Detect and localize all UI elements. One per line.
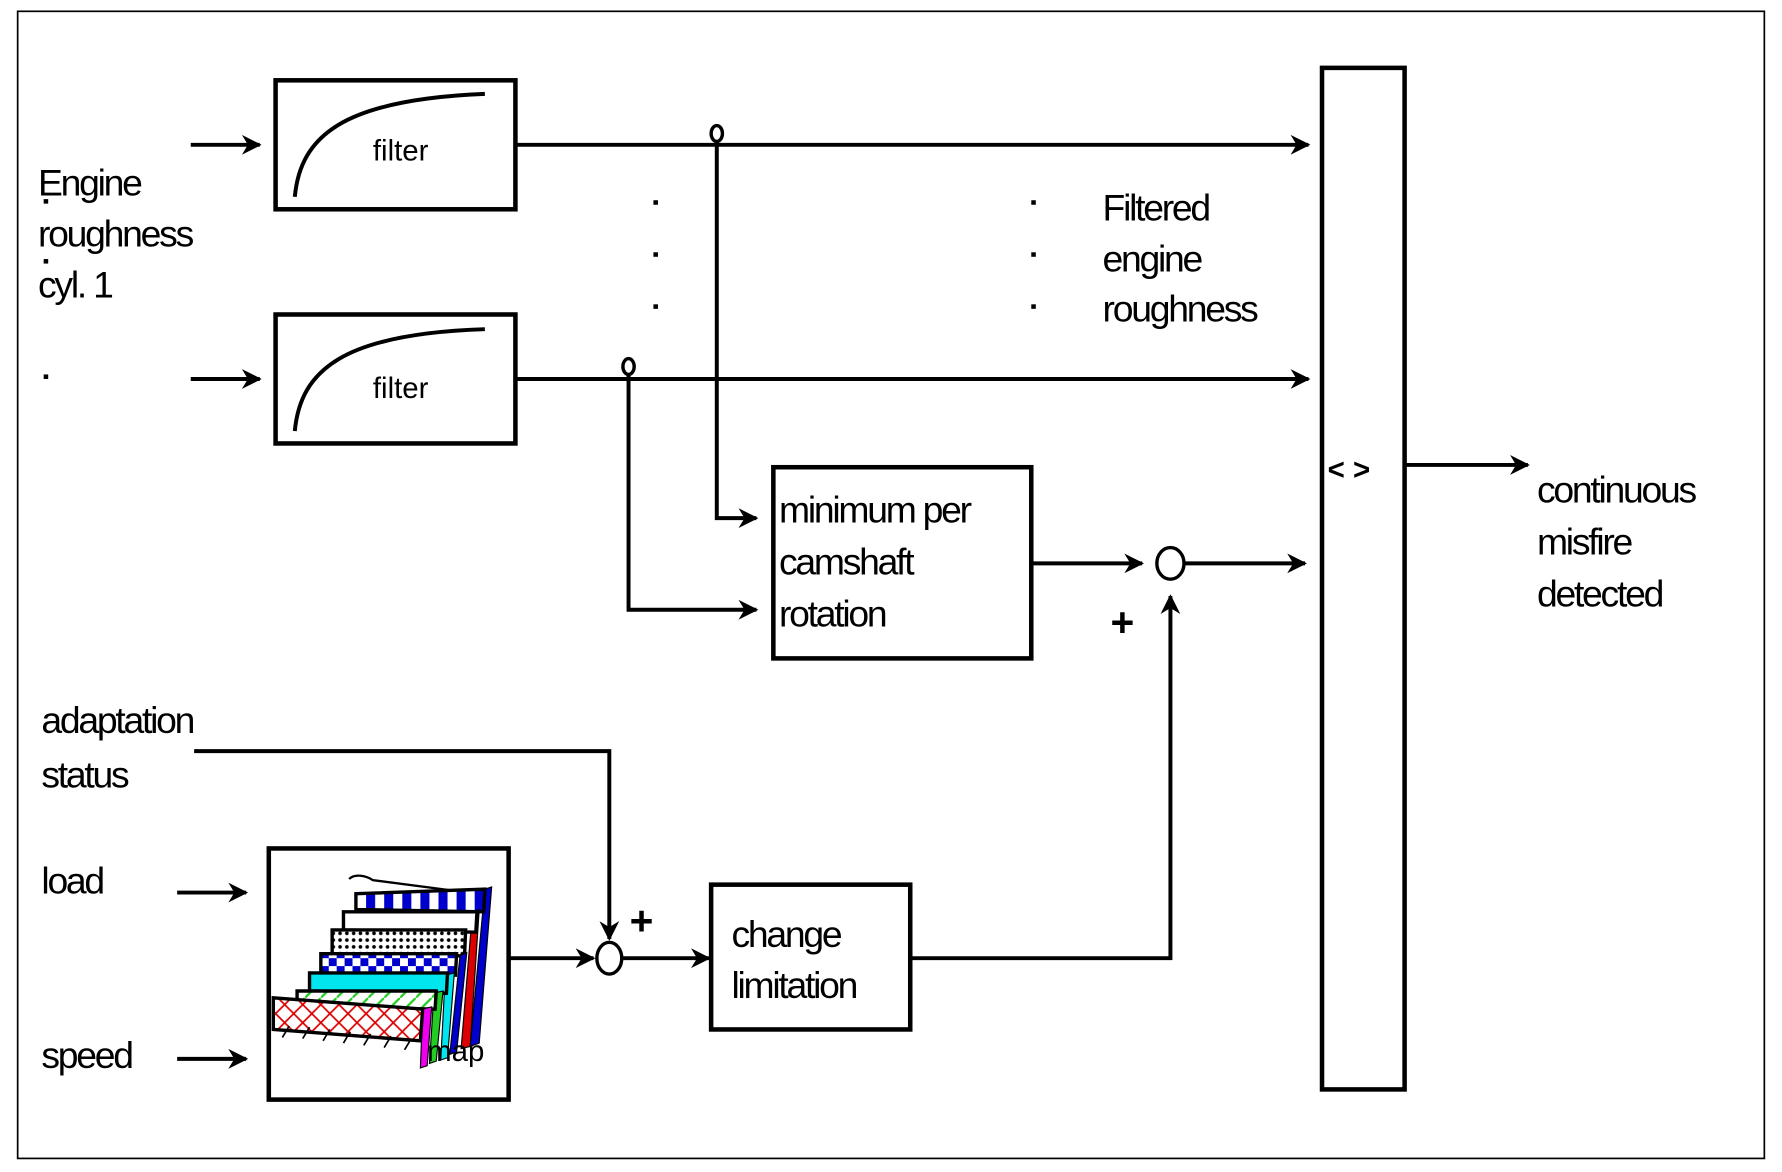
output-label: continuous misfire detected	[1537, 468, 1699, 614]
adaptation-line-2: status	[41, 753, 129, 795]
engine-roughness-line-3: cyl. 1	[38, 264, 112, 306]
output-line-3: detected	[1537, 572, 1663, 614]
change-limitation-block[interactable]: change limitation	[708, 882, 913, 1032]
filtered-roughness-line-2: engine	[1103, 238, 1203, 280]
adaptation-status-line	[194, 749, 620, 941]
ellipsis-dot	[1031, 200, 1036, 205]
filter-block-2[interactable]: filter	[273, 312, 518, 446]
adaptation-line-1: adaptation	[41, 699, 193, 741]
load-label: load	[41, 860, 103, 902]
minimum-block-line-1: minimum per	[779, 489, 972, 531]
ellipsis-dot	[653, 200, 658, 205]
engine-roughness-line-1: Engine	[38, 162, 142, 204]
ellipsis-dot	[1031, 252, 1036, 257]
ellipsis-dot	[1031, 304, 1036, 309]
comparator-block[interactable]: < >	[1319, 65, 1407, 1092]
branch-line-2	[626, 374, 759, 620]
tap-point-1	[709, 123, 725, 144]
ellipsis-dot	[653, 252, 658, 257]
summing-junction-upper	[1155, 545, 1186, 581]
filter-curve-icon	[292, 91, 485, 198]
engine-roughness-label: Engine roughness cyl. 1	[38, 162, 196, 379]
filtered-roughness-label: Filtered engine roughness	[1103, 187, 1261, 330]
filtered-roughness-line-1: Filtered	[1103, 187, 1210, 229]
summing-junction-lower	[595, 940, 624, 976]
filter-block-1[interactable]: filter	[273, 78, 518, 212]
map-block[interactable]: map	[266, 846, 511, 1102]
minimum-block[interactable]: minimum per camshaft rotation	[771, 464, 1034, 661]
ellipsis-dot	[43, 259, 49, 264]
minimum-block-line-2: camshaft	[779, 541, 915, 583]
output-line-1: continuous	[1537, 468, 1697, 510]
change-limitation-line-2: limitation	[731, 964, 856, 1006]
filter-1-label: filter	[373, 135, 429, 168]
map-3d-surface-icon	[271, 874, 493, 1069]
tap-point-2	[621, 356, 636, 377]
branch-line-1	[714, 141, 759, 529]
engine-roughness-line-2: roughness	[38, 213, 194, 255]
change-limitation-line-1: change	[731, 913, 841, 955]
map-label: map	[427, 1035, 484, 1068]
change-limitation-output-line	[910, 594, 1181, 961]
adaptation-status-label: adaptation status	[41, 699, 195, 795]
plus-sign-upper: +	[1110, 599, 1134, 645]
filter-2-label: filter	[373, 372, 429, 405]
filtered-roughness-line-3: roughness	[1103, 287, 1259, 329]
ellipsis-dot	[653, 304, 658, 309]
ellipsis-dot	[43, 199, 49, 204]
speed-label: speed	[41, 1034, 132, 1076]
ellipsis-dot	[43, 374, 49, 379]
output-line-2: misfire	[1537, 520, 1633, 562]
minimum-block-line-3: rotation	[779, 593, 886, 635]
outer-frame	[16, 10, 1766, 1160]
plus-sign-lower: +	[630, 897, 654, 943]
filter-curve-icon	[292, 327, 485, 432]
comparator-symbol: < >	[1328, 454, 1371, 487]
